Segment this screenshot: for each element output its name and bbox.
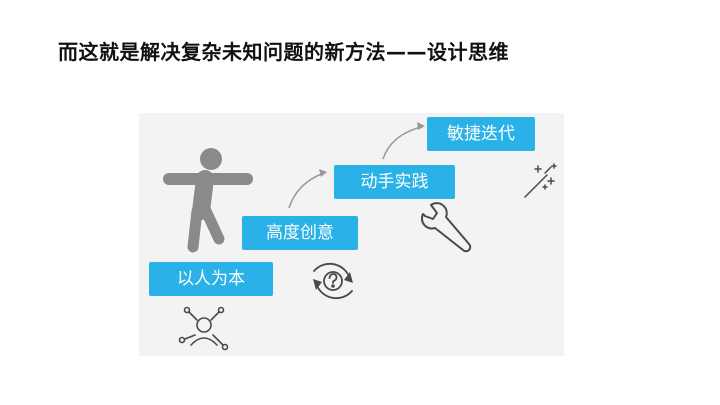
step-high-creativity: 高度创意	[242, 216, 358, 250]
magic-wand-icon	[524, 163, 557, 198]
people-network-icon	[178, 306, 229, 351]
illustration-art	[163, 122, 557, 351]
wrench-icon	[420, 202, 472, 253]
progress-arrows	[288, 126, 422, 209]
design-thinking-illustration: 以人为本 高度创意 动手实践 敏捷迭代	[139, 113, 564, 356]
slide-title: 而这就是解决复杂未知问题的新方法——设计思维	[58, 40, 509, 64]
person-figure-icon	[163, 148, 253, 253]
step-hands-on-practice: 动手实践	[334, 165, 455, 199]
step-agile-iteration: 敏捷迭代	[427, 117, 535, 151]
refresh-question-icon	[313, 262, 353, 300]
step-user-centered: 以人为本	[149, 262, 273, 296]
